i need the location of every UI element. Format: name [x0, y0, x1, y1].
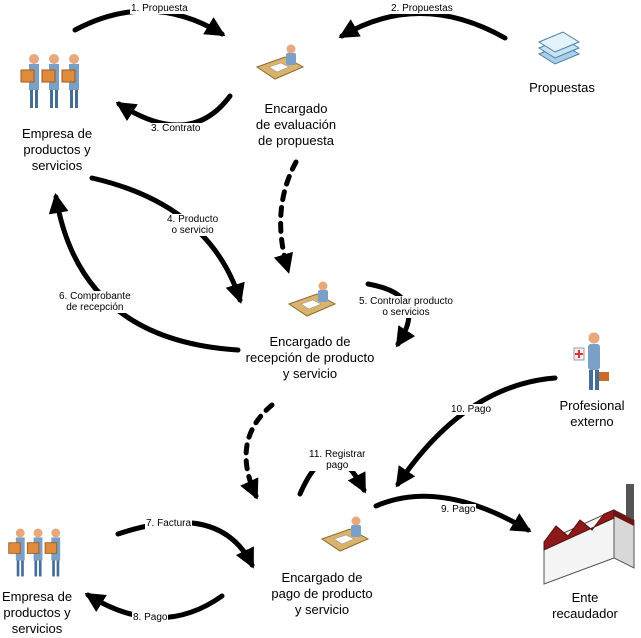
arrow-3-contrato — [115, 93, 233, 128]
node-label-line: de propuesta — [258, 133, 334, 148]
edge-label-line: pago — [326, 460, 349, 471]
edge-label-5: 5. Controlar producto o servicios — [358, 296, 454, 318]
node-label-line: Encargado de — [269, 334, 351, 349]
node-label-line: pago de producto — [271, 586, 373, 601]
node-label-line: servicios — [31, 158, 83, 173]
node-label-line: de evaluación — [255, 117, 337, 132]
node-encargado-evaluacion: Encargado de evaluación de propuesta — [256, 101, 336, 149]
node-empresa-bottom: Empresa de productos y servicios — [2, 589, 72, 637]
edge-label-line: 4. Producto — [167, 214, 219, 225]
node-label-line: recepción de producto — [245, 350, 375, 365]
edge-label-11: 11. Registrar pago — [308, 449, 367, 471]
edge-label-line: de recepción — [66, 302, 124, 313]
node-label-line: y servicio — [294, 602, 350, 617]
edge-label-3: 3. Contrato — [150, 123, 202, 134]
edge-label-line: 3. Contrato — [151, 123, 201, 134]
node-encargado-pago: Encargado de pago de producto y servicio — [271, 570, 372, 618]
node-label-line: productos y — [23, 142, 91, 157]
node-label-line: Propuestas — [529, 80, 595, 95]
node-label-line: y servicio — [282, 366, 338, 381]
edge-label-9: 9. Pago — [440, 504, 477, 515]
edge-label-4: 4. Producto o servicio — [166, 214, 220, 236]
node-propuestas: Propuestas — [529, 80, 595, 96]
edge-label-line: 1. Propuesta — [131, 3, 188, 14]
edge-label-8: 8. Pago — [132, 612, 169, 623]
arrow-1-propuesta — [72, 8, 226, 37]
arrow-10-pago — [395, 375, 558, 488]
edge-label-1: 1. Propuesta — [130, 3, 189, 14]
arrow-2-propuestas — [338, 11, 508, 41]
edge-label-7: 7. Factura — [145, 518, 193, 529]
person-at-desk-icon — [320, 516, 370, 552]
node-label-line: recaudador — [552, 606, 618, 621]
factory-icon — [543, 484, 635, 585]
node-label-line: servicios — [11, 621, 63, 636]
edge-label-line: 10. Pago — [451, 404, 492, 415]
node-ente-recaudador: Ente recaudador — [552, 590, 618, 622]
arrow-4-producto — [89, 175, 245, 304]
edge-label-6: 6. Comprobante de recepción — [58, 291, 132, 313]
edge-label-line: 11. Registrar — [309, 449, 366, 460]
node-empresa-top: Empresa de productos y servicios — [22, 126, 92, 174]
node-profesional-externo: Profesional externo — [559, 398, 624, 430]
arrow-eval-to-recepcion — [273, 159, 299, 274]
node-label-line: productos y — [3, 605, 71, 620]
edge-label-line: 2. Propuestas — [391, 3, 453, 14]
arrow-7-factura — [115, 519, 255, 569]
edge-label-10: 10. Pago — [450, 404, 493, 415]
people-with-boxes-icon — [8, 528, 61, 577]
document-stack-icon — [537, 31, 581, 65]
node-label-line: Empresa de — [1, 589, 73, 604]
edge-label-line: 5. Controlar producto — [359, 296, 453, 307]
edge-label-line: 8. Pago — [133, 612, 168, 623]
edge-label-line: o servicios — [382, 307, 430, 318]
edge-label-2: 2. Propuestas — [390, 3, 454, 14]
arrow-recepcion-to-pago — [240, 402, 275, 500]
person-with-briefcase-icon — [573, 332, 609, 390]
edge-label-line: o servicio — [171, 225, 214, 236]
node-encargado-recepcion: Encargado de recepción de producto y ser… — [246, 334, 375, 382]
edge-label-line: 6. Comprobante — [59, 291, 131, 302]
node-label-line: Encargado — [264, 101, 328, 116]
node-label-line: Profesional — [559, 398, 625, 413]
person-at-desk-icon — [255, 44, 305, 80]
people-with-boxes-icon — [20, 54, 79, 108]
edge-label-line: 9. Pago — [441, 504, 476, 515]
edge-label-line: 7. Factura — [146, 518, 192, 529]
node-label-line: externo — [570, 414, 614, 429]
node-label-line: Empresa de — [21, 126, 93, 141]
node-label-line: Encargado de — [281, 570, 363, 585]
person-at-desk-icon — [287, 281, 337, 317]
node-label-line: Ente — [571, 590, 599, 605]
arrow-9-pago — [373, 493, 532, 533]
